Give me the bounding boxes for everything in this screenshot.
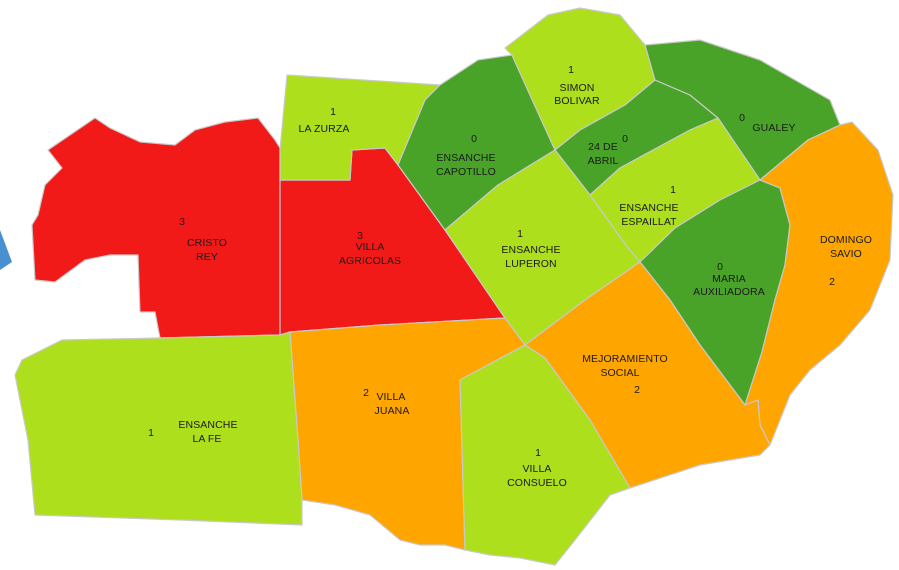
mejoramiento-social-name-line2: SOCIAL — [600, 367, 639, 379]
mejoramiento-social-count: 2 — [634, 384, 640, 396]
villa-consuelo-name-line2: CONSUELO — [507, 477, 567, 489]
cristo-rey-name-line2: REY — [196, 251, 218, 263]
ensanche-espaillat-name-line2: ESPAILLAT — [621, 216, 677, 228]
ensanche-capotillo-name-line1: ENSANCHE — [436, 152, 495, 164]
maria-auxiliadora-name-line1: MARIA — [712, 273, 746, 285]
24-de-abril-name-line2: ABRIL — [588, 155, 619, 167]
simon-bolivar-name-line2: BOLIVAR — [554, 95, 600, 107]
triangle-arrow-icon — [0, 230, 12, 270]
mejoramiento-social-name-line1: MEJORAMIENTO — [582, 353, 668, 365]
gualey-count: 0 — [739, 112, 745, 124]
villa-juana-count: 2 — [363, 387, 369, 399]
simon-bolivar-count: 1 — [568, 64, 574, 76]
ensanche-luperon-name-line1: ENSANCHE — [501, 244, 560, 256]
domingo-savio-name-line2: SAVIO — [830, 248, 862, 260]
region-cristo-rey[interactable] — [31, 117, 281, 339]
ensanche-capotillo-count: 0 — [471, 133, 477, 145]
ensanche-la-fe-name-line2: LA FE — [192, 433, 221, 445]
maria-auxiliadora-count: 0 — [717, 261, 723, 273]
villa-juana-name-line1: VILLA — [376, 391, 405, 403]
villa-consuelo-count: 1 — [535, 447, 541, 459]
ensanche-la-fe-name-line1: ENSANCHE — [178, 419, 237, 431]
24-de-abril-count: 0 — [622, 133, 628, 145]
cristo-rey-count: 3 — [179, 216, 185, 228]
simon-bolivar-name-line1: SIMON — [560, 82, 595, 94]
24-de-abril-name-line1: 24 DE — [588, 141, 618, 153]
villa-agricolas-name-line2: AGRICOLAS — [339, 255, 401, 267]
ensanche-espaillat-count: 1 — [670, 184, 676, 196]
gualey-name-line1: GUALEY — [752, 122, 795, 134]
region-ensanche-la-fe[interactable] — [14, 331, 303, 526]
region-domingo-savio[interactable] — [744, 121, 894, 446]
ensanche-la-fe-count: 1 — [148, 427, 154, 439]
villa-agricolas-name-line1: VILLA — [355, 241, 384, 253]
ensanche-luperon-name-line2: LUPERON — [505, 258, 556, 270]
region-villa-consuelo[interactable] — [459, 344, 631, 566]
la-zurza-name-line1: LA ZURZA — [299, 123, 350, 135]
cristo-rey-name-line1: CRISTO — [187, 237, 227, 249]
ensanche-espaillat-name-line1: ENSANCHE — [619, 202, 678, 214]
villa-consuelo-name-line1: VILLA — [522, 463, 551, 475]
domingo-savio-count: 2 — [829, 276, 835, 288]
ensanche-capotillo-name-line2: CAPOTILLO — [436, 166, 496, 178]
la-zurza-count: 1 — [330, 106, 336, 118]
ensanche-luperon-count: 1 — [517, 228, 523, 240]
maria-auxiliadora-name-line2: AUXILIADORA — [693, 286, 765, 298]
villa-agricolas-count: 3 — [357, 230, 363, 242]
domingo-savio-name-line1: DOMINGO — [820, 234, 872, 246]
villa-juana-name-line2: JUANA — [375, 405, 410, 417]
